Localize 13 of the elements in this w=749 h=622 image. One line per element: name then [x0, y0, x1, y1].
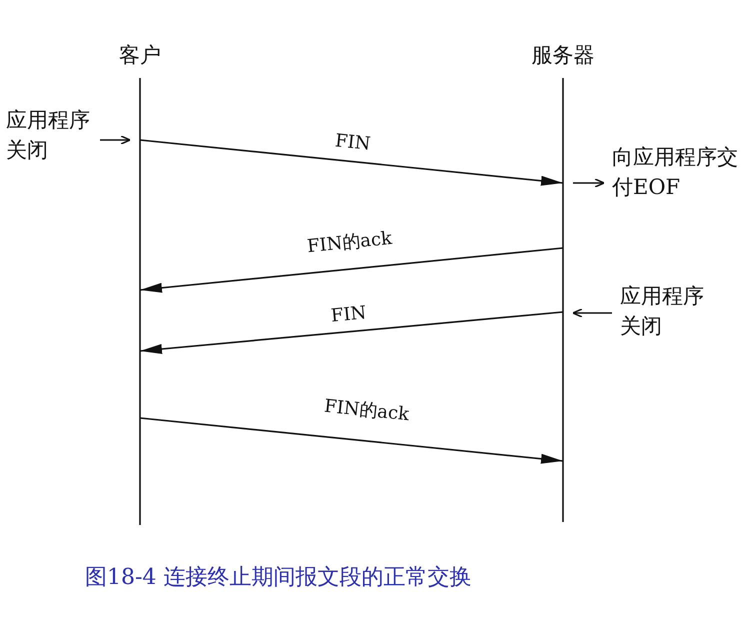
message-arrow [140, 247, 564, 293]
message-arrow [140, 417, 564, 464]
arrow [573, 178, 605, 188]
lifeline-heading: 服务器 [530, 42, 596, 68]
caption: 图18-4 连接终止期间报文段的正常交换 [85, 564, 472, 592]
note-text: 向应用程序交付EOF [612, 142, 744, 202]
note-text: 应用程序关闭 [6, 105, 92, 165]
note-text: 应用程序关闭 [620, 281, 706, 341]
arrow [100, 135, 131, 145]
arrow [572, 308, 612, 318]
message-arrow [140, 311, 564, 354]
message-arrow [140, 139, 564, 186]
lifeline-heading: 客户 [118, 42, 162, 68]
